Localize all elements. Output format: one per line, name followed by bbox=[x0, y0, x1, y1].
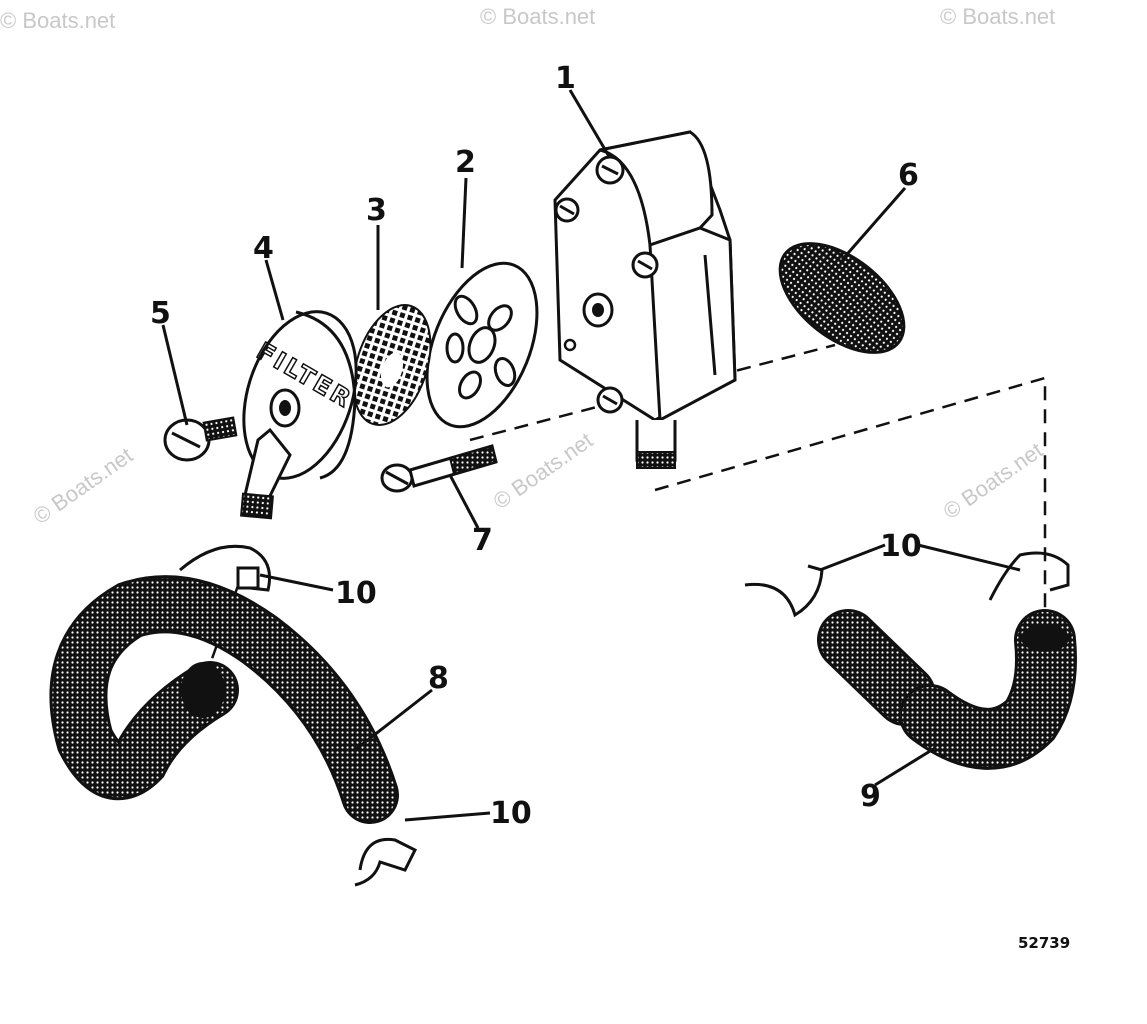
bolt bbox=[380, 444, 498, 493]
gasket bbox=[778, 242, 906, 354]
callout-5: 5 bbox=[150, 296, 171, 331]
assembly-line-outlet bbox=[654, 376, 1047, 632]
callout-3: 3 bbox=[366, 193, 387, 228]
callout-10-outlet-clamps: 10 bbox=[880, 529, 922, 564]
fuel-pump-body bbox=[553, 130, 737, 469]
watermark-top-right: © Boats.net bbox=[940, 4, 1055, 29]
inlet-hose bbox=[49, 575, 399, 824]
watermark-top-center: © Boats.net bbox=[480, 4, 595, 29]
filter-cover: FILTER bbox=[240, 310, 358, 520]
filter-plate bbox=[425, 261, 539, 429]
callout-6: 6 bbox=[898, 158, 919, 193]
callout-2: 2 bbox=[455, 145, 476, 180]
leader-lines bbox=[161, 89, 1021, 822]
callout-8: 8 bbox=[428, 661, 449, 696]
callout-10-inlet-clamp: 10 bbox=[335, 576, 377, 611]
watermarks: © Boats.net © Boats.net © Boats.net © Bo… bbox=[0, 4, 1055, 529]
callout-7: 7 bbox=[472, 523, 493, 558]
catalog-number: 52739 bbox=[1018, 934, 1070, 952]
watermark-left: © Boats.net bbox=[29, 442, 138, 529]
callout-10-lower-clamp: 10 bbox=[490, 796, 532, 831]
outlet-hose bbox=[817, 609, 1077, 770]
thumb-screw bbox=[163, 416, 238, 462]
callout-1: 1 bbox=[555, 61, 576, 96]
watermark-top-left: © Boats.net bbox=[0, 8, 115, 33]
callout-labels: 1 2 3 4 5 6 7 8 9 10 10 10 bbox=[150, 61, 922, 831]
callout-4: 4 bbox=[253, 231, 274, 266]
watermark-right: © Boats.net bbox=[939, 437, 1048, 524]
callout-9: 9 bbox=[860, 779, 881, 814]
watermark-center: © Boats.net bbox=[489, 427, 598, 514]
filter-screen bbox=[352, 304, 432, 426]
